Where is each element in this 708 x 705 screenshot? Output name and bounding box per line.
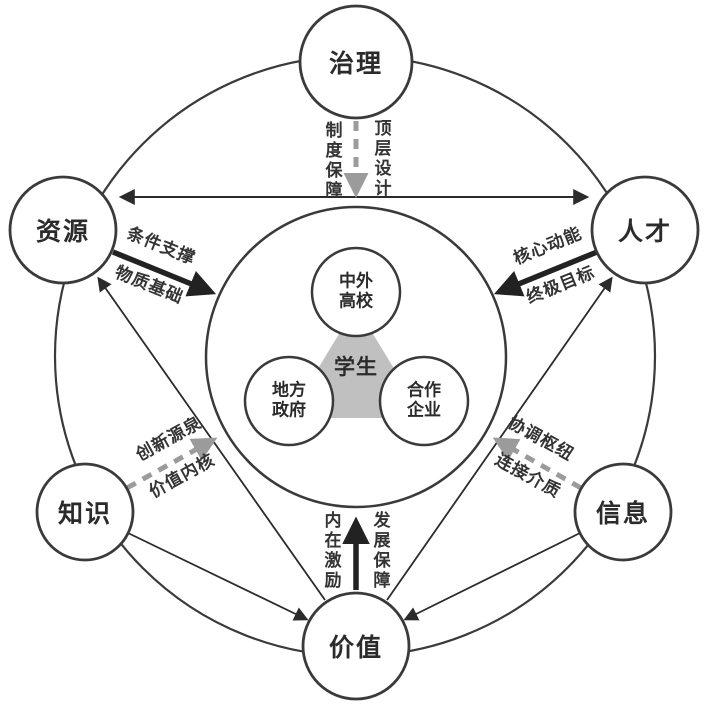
label-internal-incentive: 内在激励	[320, 511, 341, 591]
node-knowledge-label: 知识	[57, 499, 113, 528]
label-institutional-guarantee: 制度保障	[321, 121, 342, 201]
node-enterprises-label: 合作 企业	[407, 380, 441, 421]
student-label: 学生	[334, 355, 378, 379]
node-value-label: 价值	[328, 633, 384, 662]
node-information-circle	[573, 462, 673, 562]
line-knowledge-to-value	[127, 532, 309, 621]
node-government-circle	[243, 355, 335, 447]
node-knowledge-circle	[35, 462, 135, 562]
node-resources-circle	[8, 175, 118, 285]
line-information-to-value	[403, 532, 581, 621]
arrow-resources-to-center	[111, 249, 217, 297]
node-talent-circle	[590, 175, 700, 285]
node-governance-circle	[298, 4, 414, 120]
node-value-circle	[301, 591, 411, 701]
arrow-talent-to-center	[493, 249, 599, 297]
arrow-information-to-center	[492, 437, 583, 491]
label-development-guarantee: 发展保障	[369, 511, 390, 591]
node-enterprises-circle	[378, 355, 470, 447]
node-information-label: 信息	[595, 499, 651, 528]
node-universities-label: 中外 高校	[339, 271, 373, 312]
node-governance-label: 治理	[328, 49, 384, 78]
node-universities-circle	[310, 246, 402, 338]
node-government-label: 地方 政府	[272, 380, 306, 421]
label-top-level-design: 顶层设计	[370, 119, 391, 199]
node-resources-label: 资源	[35, 217, 91, 246]
node-talent-label: 人才	[617, 217, 673, 246]
